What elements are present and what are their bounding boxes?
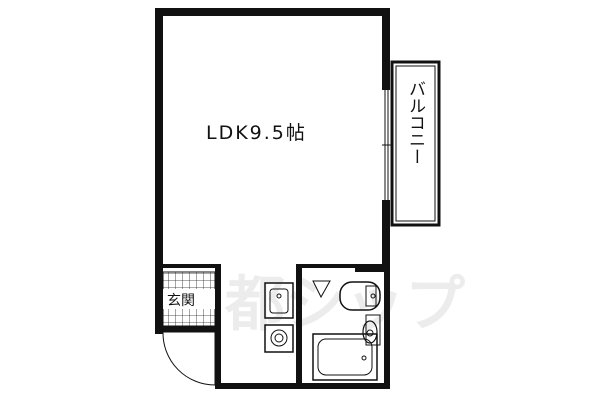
entrance-door	[162, 331, 216, 386]
sink-icon	[264, 282, 294, 319]
balcony	[390, 60, 441, 227]
ldk-label: LDK9.5帖	[206, 122, 307, 144]
balcony-window	[382, 90, 392, 200]
washbasin	[339, 281, 381, 311]
watermark: 都シップ	[224, 270, 465, 340]
kitchen	[264, 282, 294, 353]
toilet-icon	[362, 314, 381, 346]
stove-icon	[264, 324, 294, 353]
entrance-label: 玄関	[167, 292, 195, 309]
interior-walls	[155, 264, 390, 389]
balcony-label: バルコニー	[405, 80, 425, 165]
bathtub	[312, 333, 378, 381]
bathroom-door	[312, 280, 331, 299]
exterior-walls	[155, 8, 390, 334]
entrance-area: 玄関	[162, 271, 216, 327]
